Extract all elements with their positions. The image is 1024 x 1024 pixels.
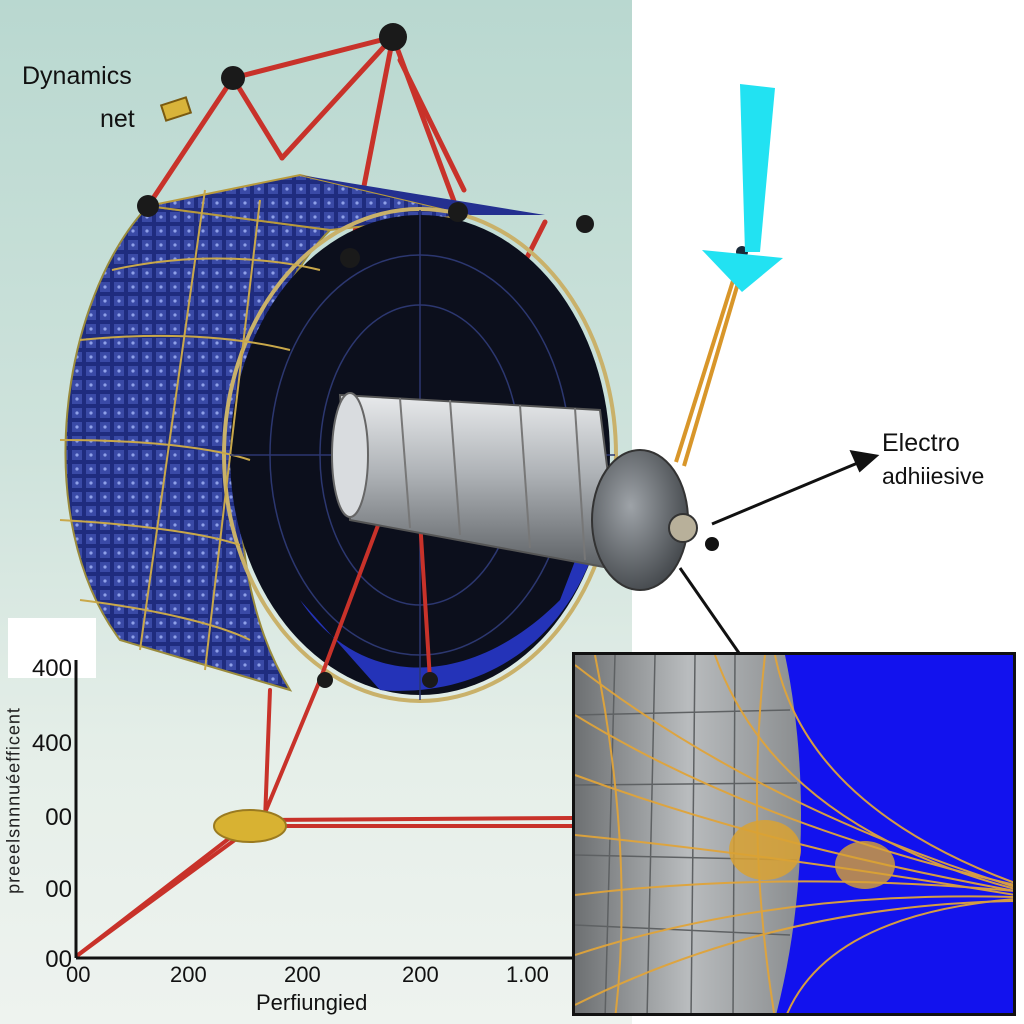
- tether-net-bottom: [76, 518, 574, 957]
- inset-closeup: [572, 652, 1016, 1016]
- inset-leader-line: [678, 567, 750, 667]
- electro-label: Electro: [882, 429, 960, 457]
- gold-tag-icon: [159, 96, 193, 122]
- net-label: net: [100, 105, 135, 133]
- y-tick-label: 00: [45, 804, 72, 831]
- y-tick-label: 400: [31, 730, 72, 757]
- y-tick-label: 00: [45, 946, 72, 973]
- net-knot: [213, 809, 287, 843]
- adhesive-label: adhiiesive: [882, 463, 985, 489]
- x-tick-label: 1.00: [506, 962, 549, 987]
- chart-axis-backdrop: [8, 618, 96, 678]
- black-arrow-icon: [711, 450, 880, 526]
- net-nodes: [137, 23, 594, 688]
- x-tick-label: 200: [402, 962, 439, 987]
- x-tick-label: 200: [284, 962, 321, 987]
- cyan-down-arrow-icon: [702, 84, 783, 292]
- x-tick-label: 200: [170, 962, 207, 987]
- y-tick-label: 00: [45, 876, 72, 903]
- central-module: [331, 392, 719, 591]
- y-tick-label: 400: [31, 655, 72, 682]
- x-axis-label: Perfiungied: [256, 990, 368, 1015]
- x-tick-label: 00: [66, 962, 91, 987]
- chart-axes: [74, 660, 572, 960]
- y-axis-label: preeelsnnnuéefficent: [3, 707, 24, 894]
- dynamics-label: Dynamics: [22, 62, 132, 90]
- orange-tether: [674, 251, 748, 467]
- inset-net-illustration: [575, 655, 1013, 1013]
